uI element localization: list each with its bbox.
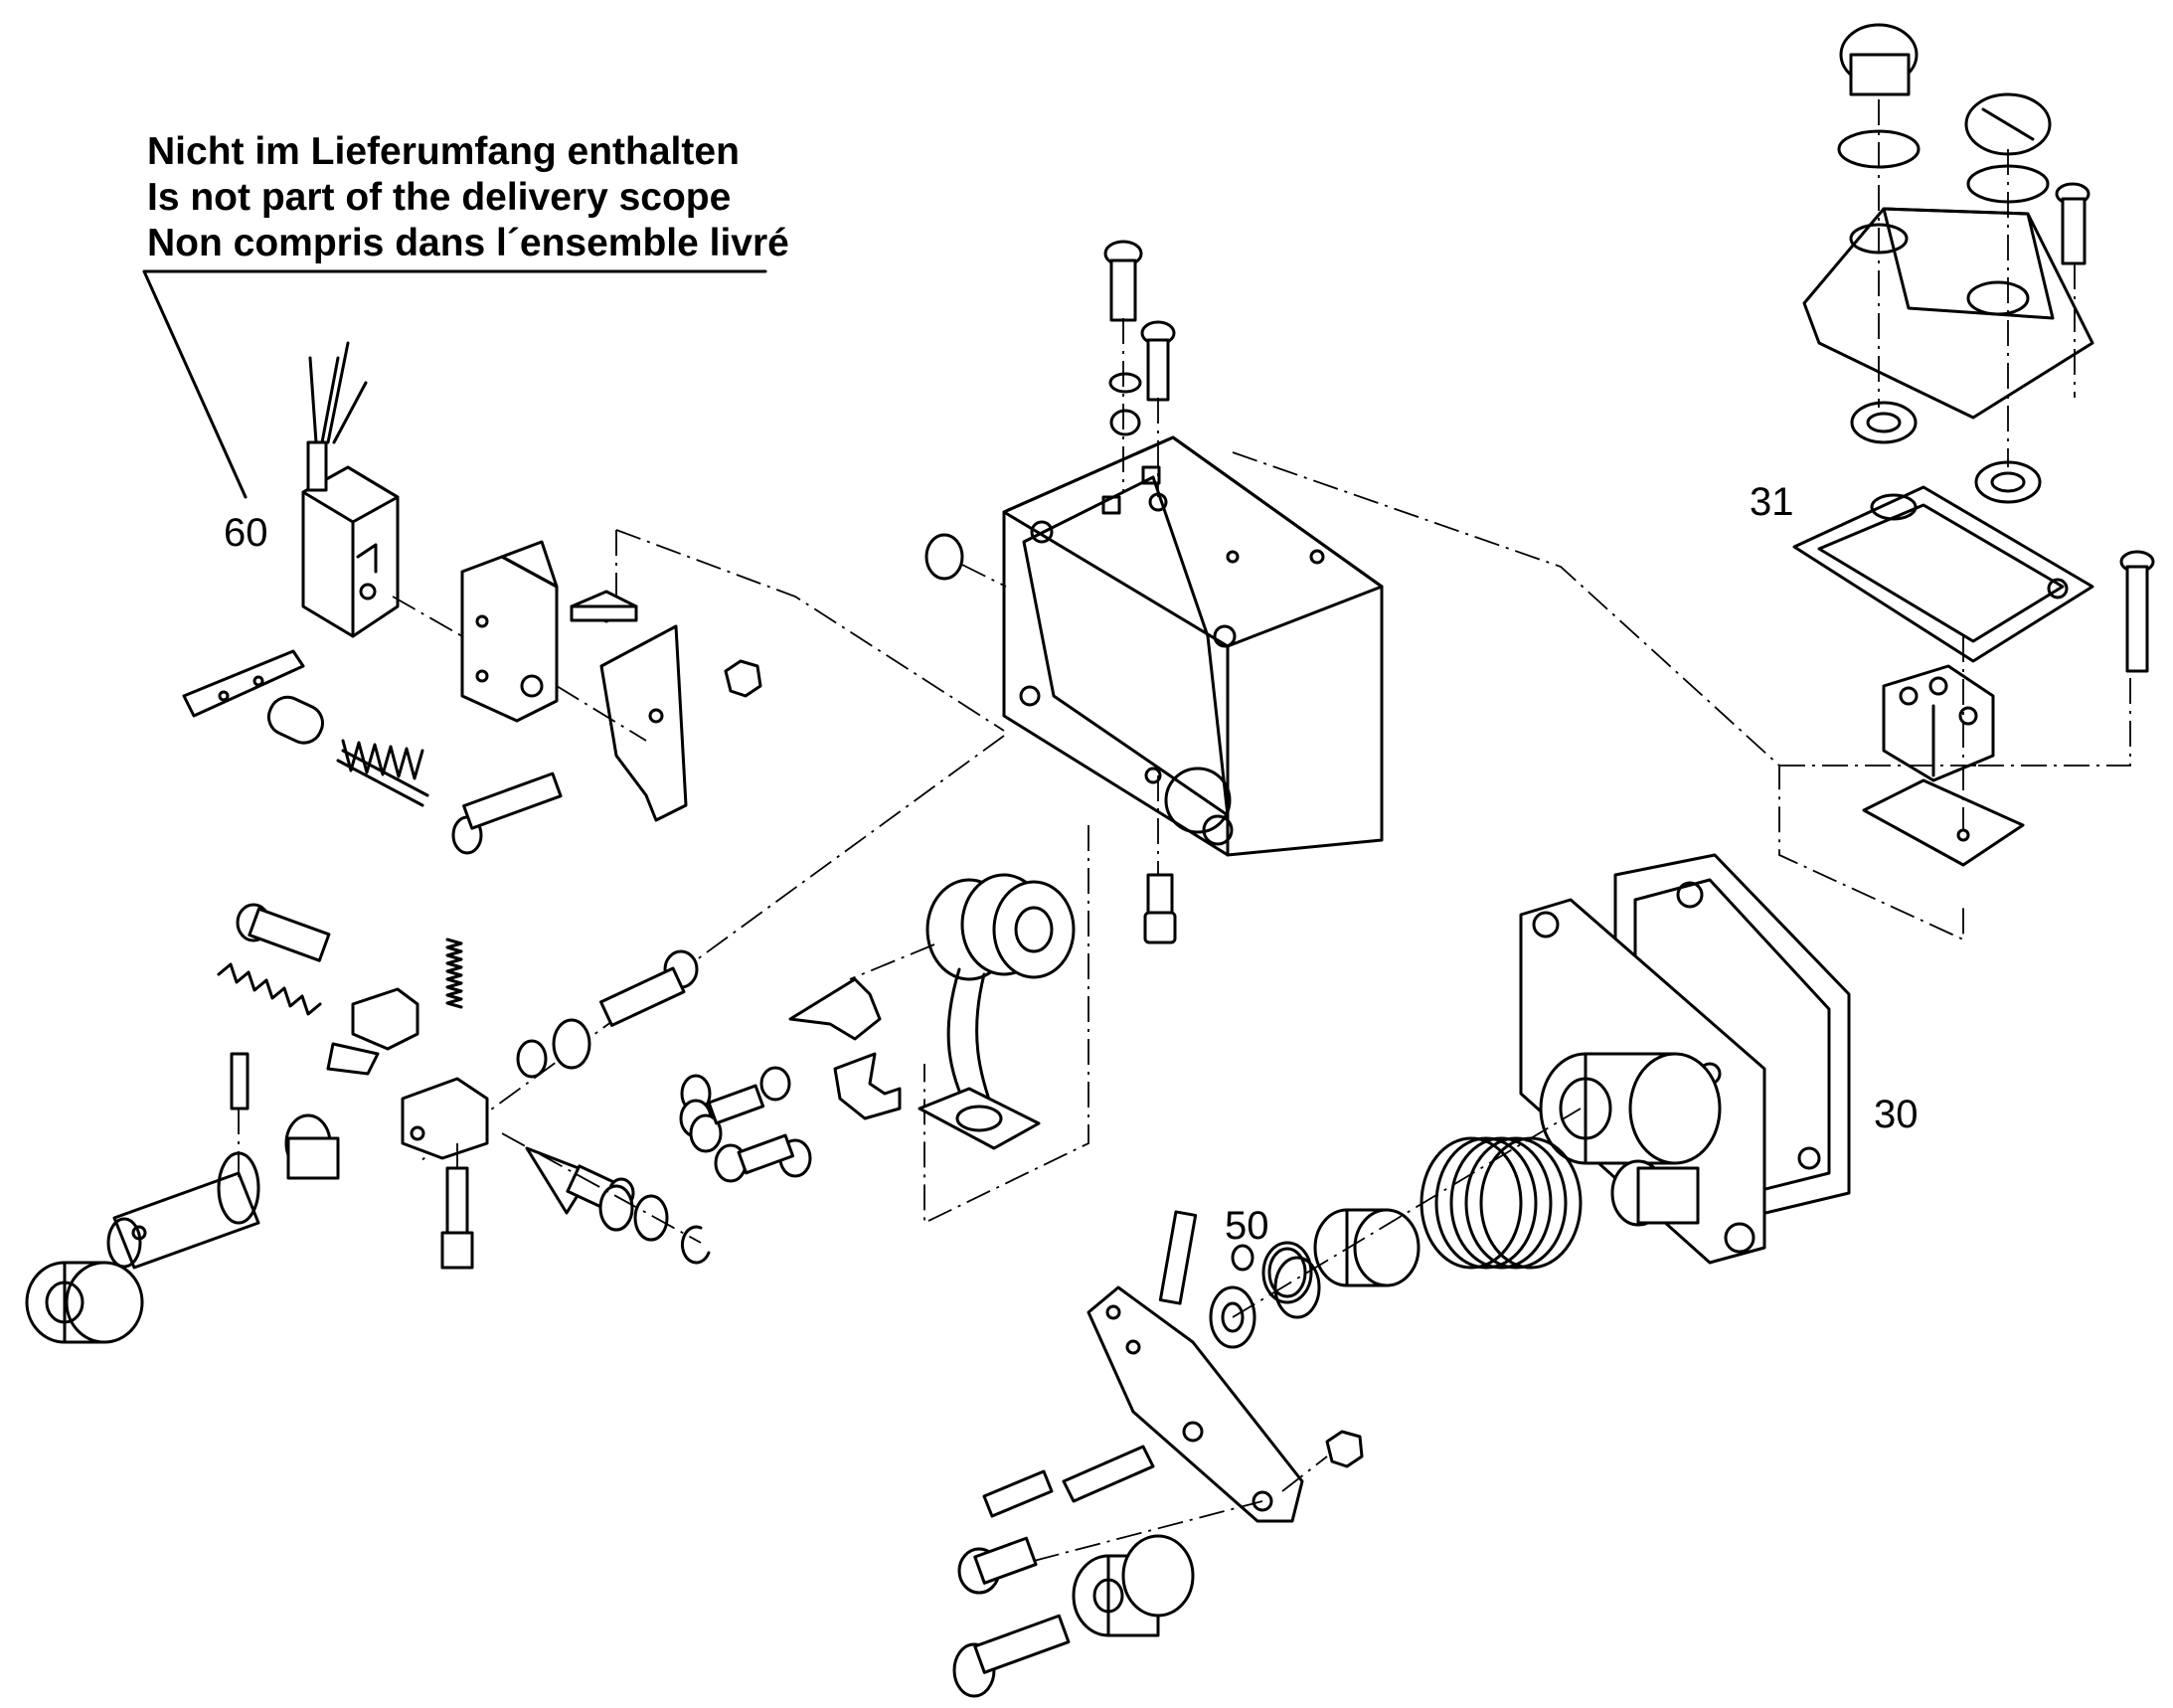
callout-30: 30 — [1874, 1093, 1919, 1136]
housing-bottom-screw — [1143, 775, 1177, 944]
spring-and-pin-set — [182, 649, 762, 855]
o-ring-part — [1231, 1241, 1313, 1304]
callout-50: 50 — [1225, 1204, 1269, 1248]
adjusting-screws-set — [217, 903, 489, 1270]
cone-pointer-set — [501, 1132, 711, 1265]
clamp-pieces — [788, 977, 902, 1120]
center-screws-set — [516, 949, 812, 1183]
callout-60: 60 — [224, 511, 268, 555]
callout-31: 31 — [1750, 480, 1794, 524]
cover-assembly-part — [1792, 23, 2094, 663]
note-line-german: Nicht im Lieferumfang enthalten — [147, 130, 740, 173]
terminal-block-part — [1862, 550, 2155, 867]
note-leader-line — [142, 269, 767, 499]
spiral-spring-assembly — [1209, 1052, 1722, 1349]
note-line-english: Is not part of the delivery scope — [147, 176, 732, 219]
lever-roller-set — [952, 1500, 1263, 1698]
pivot-shaft-assembly — [25, 1052, 340, 1344]
micro-switch-part — [301, 341, 400, 638]
assembly-lines — [417, 451, 2131, 1225]
note-line-french: Non compris dans l´ensemble livré — [147, 222, 789, 264]
housing-side-plug — [924, 533, 1007, 588]
switch-bracket-part — [392, 540, 688, 822]
housing-part — [1002, 435, 1384, 857]
housing-top-screws — [1103, 240, 1176, 497]
bellows-indicator-part — [849, 873, 1076, 1150]
lever-arm-part — [982, 1210, 1364, 1523]
